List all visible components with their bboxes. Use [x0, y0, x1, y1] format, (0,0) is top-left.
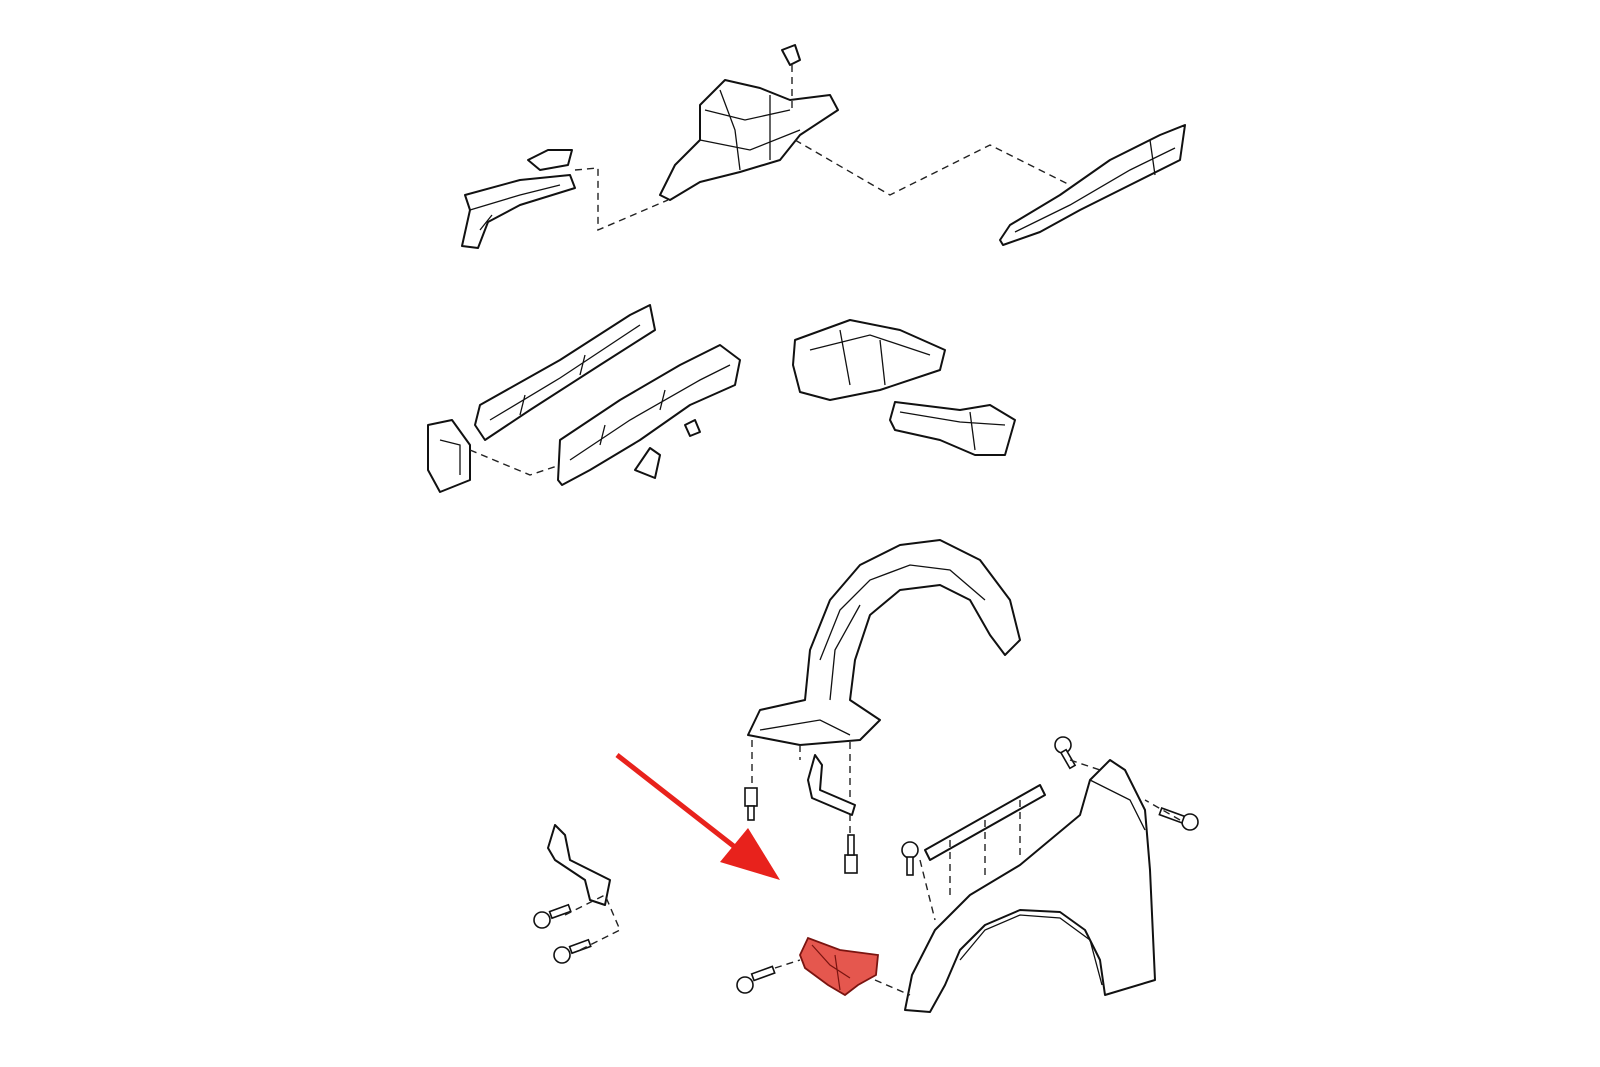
leader-line — [469, 449, 561, 476]
bolt-icon — [844, 834, 858, 874]
front-frame-rail-right — [557, 344, 741, 486]
leader-line — [574, 167, 669, 232]
red-arrow-icon — [615, 753, 780, 880]
side-rail-assembly — [999, 124, 1186, 246]
bolt-icon — [744, 787, 758, 821]
bolt-icon — [1054, 736, 1077, 770]
leader-line — [919, 759, 1181, 921]
liner-bracket — [807, 754, 856, 816]
strut-tower-assembly — [659, 44, 839, 201]
leader-line — [564, 894, 621, 951]
front-fender-panel — [904, 759, 1156, 1013]
leader-line — [774, 959, 911, 996]
leader-line — [794, 139, 1071, 196]
upper-bracket-assembly — [461, 149, 576, 249]
fender-mounting-rail — [924, 784, 1046, 900]
inner-fender-liner — [747, 539, 1021, 746]
bolt-icon — [553, 938, 592, 964]
bolt-icon — [736, 965, 776, 994]
bolt-icon — [901, 841, 919, 876]
front-frame-rail-left — [427, 304, 656, 493]
fender-support-bracket — [547, 824, 611, 906]
leader-line — [751, 740, 851, 835]
highlighted-fender-bracket[interactable] — [799, 936, 879, 997]
floor-crossmember — [889, 401, 1016, 456]
floor-pan-section — [792, 319, 946, 401]
bolt-icon — [533, 903, 572, 929]
